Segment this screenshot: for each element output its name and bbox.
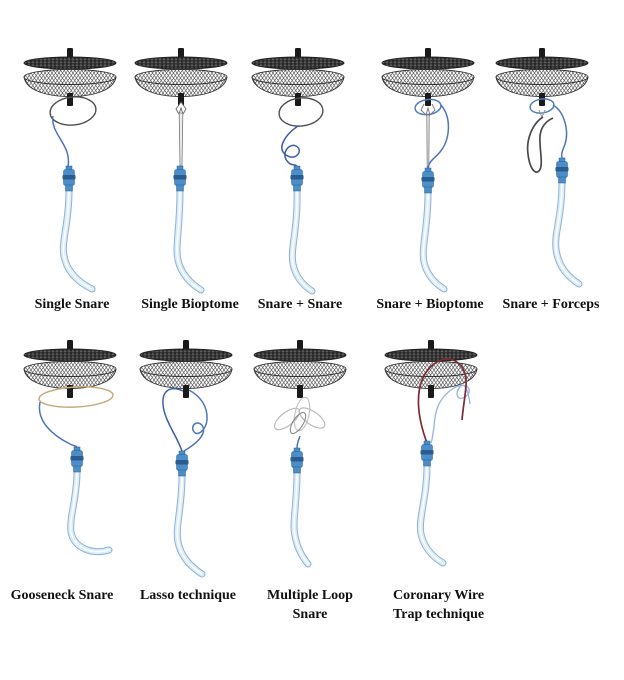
occluder-device: [134, 47, 228, 107]
panel-lasso-technique: [126, 336, 246, 588]
snare-wire: [427, 104, 450, 169]
label-snare-plus-forceps: Snare + Forceps: [502, 297, 600, 312]
illustration-snare-plus-snare: [251, 47, 345, 295]
occluder-device: [139, 339, 233, 399]
illustration-snare-plus-bioptome: [381, 47, 475, 293]
panel-gooseneck-snare: [10, 336, 130, 588]
illustration-gooseneck-snare: [23, 339, 117, 556]
illustration-coronary-wire-trap: [384, 339, 478, 567]
hub: [290, 165, 304, 192]
catheter-tube: [59, 187, 96, 293]
label-lasso-technique: Lasso technique: [139, 588, 237, 603]
gooseneck-loop: [38, 386, 114, 408]
occluder-device: [495, 47, 589, 107]
hub: [420, 440, 434, 467]
panel-single-snare: [10, 44, 130, 296]
label-snare-plus-bioptome: Snare + Bioptome: [376, 297, 484, 312]
forceps-jaws: [538, 109, 546, 118]
bioptome-shaft: [426, 114, 430, 169]
hub: [290, 447, 304, 474]
bioptome-shaft: [178, 112, 184, 167]
snare-loop: [49, 96, 97, 126]
coronary-wire: [417, 358, 467, 444]
second-snare-wire: [281, 125, 300, 168]
trap-wire: [430, 384, 471, 444]
snare-wire: [552, 104, 568, 159]
catheter-tube: [288, 187, 316, 295]
panel-snare-plus-snare: [238, 44, 358, 296]
catheter-tube: [416, 462, 447, 567]
hub: [175, 450, 189, 477]
catheter-tube: [173, 472, 206, 578]
petal-loops: [273, 396, 326, 435]
hub: [62, 165, 76, 192]
label-single-bioptome: Single Bioptome: [141, 297, 239, 312]
panel-snare-plus-forceps: [482, 44, 602, 296]
snare-wire: [52, 115, 70, 167]
panel-snare-plus-bioptome: [368, 44, 488, 296]
hub: [555, 157, 569, 184]
illustration-single-bioptome: [134, 47, 228, 294]
forceps-loop: [526, 116, 554, 173]
snare-wire: [296, 435, 301, 449]
lasso-wire-left: [162, 387, 184, 452]
illustration-lasso-technique: [139, 339, 233, 578]
panel-coronary-wire-trap: [371, 336, 491, 588]
catheter-tube: [67, 468, 113, 556]
hub: [173, 165, 187, 192]
label-single-snare: Single Snare: [34, 297, 110, 312]
label-snare-plus-snare: Snare + Snare: [257, 297, 343, 312]
bioptome-jaws: [175, 101, 187, 116]
illustration-multiple-loop-snare: [253, 339, 347, 568]
catheter-tube: [290, 469, 312, 568]
label-gooseneck-snare: Gooseneck Snare: [10, 588, 114, 603]
snare-wire: [38, 401, 78, 448]
bioptome-jaws: [420, 103, 436, 116]
catheter-tube: [419, 189, 448, 293]
occluder-device: [381, 47, 475, 107]
snare-loop: [529, 98, 555, 114]
catheter-tube: [173, 187, 205, 294]
snare-loop: [278, 97, 324, 127]
occluder-device: [251, 47, 345, 107]
panel-single-bioptome: [121, 44, 241, 296]
panel-multiple-loop-snare: [240, 336, 360, 588]
lasso-wire-right: [183, 389, 208, 452]
hub: [421, 167, 435, 194]
catheter-tube: [552, 179, 583, 288]
hub: [70, 446, 84, 473]
occluder-device: [253, 339, 347, 399]
illustration-single-snare: [23, 47, 117, 293]
illustration-snare-plus-forceps: [495, 47, 589, 288]
